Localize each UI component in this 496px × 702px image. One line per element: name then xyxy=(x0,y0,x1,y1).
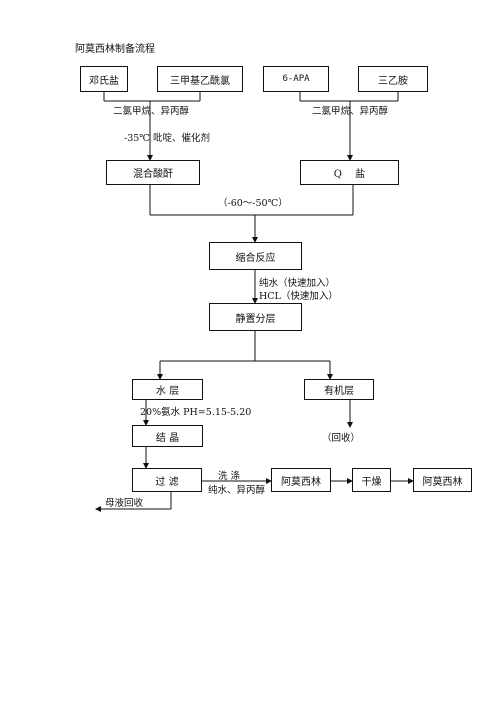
box-water-layer: 水 层 xyxy=(132,379,203,400)
label-wash: 洗 涤 xyxy=(218,471,241,482)
box-amoxicillin-final: 阿莫西林 xyxy=(413,468,472,492)
label-ammonia-ph: 20%氨水 PH=5.15-5.20 xyxy=(140,407,252,418)
box-trimethylacetyl-chloride: 三甲基乙酰氯 xyxy=(157,66,243,92)
box-dry: 干燥 xyxy=(352,468,391,492)
label-solvent-right: 二氯甲烷、异丙醇 xyxy=(312,106,389,117)
page-title: 阿莫西林制备流程 xyxy=(75,44,155,55)
box-settle-layer: 静置分层 xyxy=(209,303,302,331)
box-denshi-salt: 邓氏盐 xyxy=(80,66,128,92)
label-wash-solvents: 纯水、异丙醇 xyxy=(208,485,266,496)
label-pure-water: 纯水（快速加入） xyxy=(259,278,336,289)
label-temperature: （-60～-50℃） xyxy=(218,198,288,209)
box-amoxicillin-wet: 阿莫西林 xyxy=(271,468,331,492)
box-condensation: 缩合反应 xyxy=(209,242,302,270)
box-organic-layer: 有机层 xyxy=(304,379,374,400)
label-mother-liquor: 母液回收 xyxy=(105,498,144,509)
label-recycle: （回收） xyxy=(322,433,361,444)
label-solvent-left: 二氯甲烷、异丙醇 xyxy=(113,106,190,117)
box-q-salt: Q 盐 xyxy=(300,160,399,185)
box-crystallize: 结 晶 xyxy=(132,425,203,447)
box-filter: 过 滤 xyxy=(132,468,202,492)
label-conditions-left: -35℃ 吡啶、催化剂 xyxy=(124,133,210,144)
box-6-apa: 6-APA xyxy=(263,66,329,92)
label-hcl: HCL（快速加入） xyxy=(259,291,338,302)
box-triethylamine: 三乙胺 xyxy=(358,66,428,92)
box-mixed-anhydride: 混合酸酐 xyxy=(106,160,200,185)
